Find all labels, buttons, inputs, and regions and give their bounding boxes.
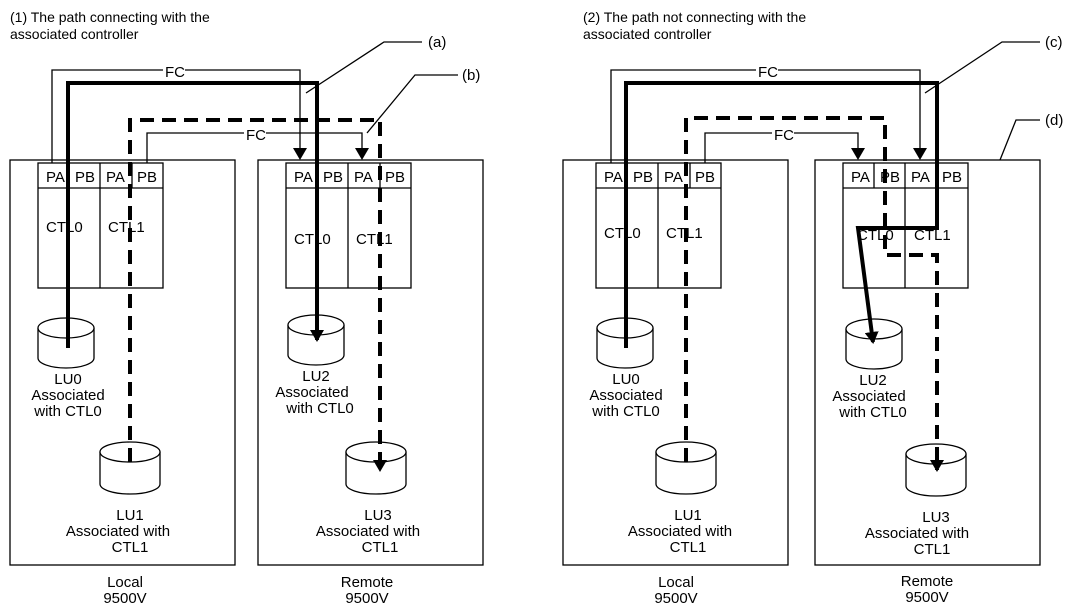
port-pa-ctl1: PA bbox=[664, 169, 683, 186]
port-pb-ctl1: PB bbox=[695, 169, 715, 186]
path-c-solid bbox=[624, 81, 939, 348]
local-caption-1: Local bbox=[658, 574, 694, 591]
panel-2: (2) The path not connecting with the ass… bbox=[562, 9, 1063, 607]
path-d-dashed bbox=[684, 116, 944, 472]
lu0-assoc-line1: Associated bbox=[589, 387, 662, 404]
ctl1-label: CTL1 bbox=[108, 219, 145, 236]
port-pa-ctl0: PA bbox=[46, 169, 65, 186]
remote-caption-1: Remote bbox=[341, 574, 394, 591]
lu3-assoc-line1: Associated with bbox=[865, 525, 969, 542]
fc-label-top: FC bbox=[165, 64, 185, 81]
callout-b: (b) bbox=[462, 67, 480, 84]
lu1-label: LU1 bbox=[116, 507, 144, 524]
callout-d: (d) bbox=[1045, 112, 1063, 129]
lu0-assoc-line2: with CTL0 bbox=[33, 403, 102, 420]
lu0-assoc-line1: Associated bbox=[31, 387, 104, 404]
port-pa-ctl0: PA bbox=[851, 169, 870, 186]
ctl1-label: CTL1 bbox=[914, 227, 951, 244]
lu1-assoc-line2: CTL1 bbox=[112, 539, 149, 556]
panel-2-title-line2: associated controller bbox=[583, 26, 712, 42]
lu0-label: LU0 bbox=[612, 371, 640, 388]
local-caption-2: 9500V bbox=[103, 590, 146, 607]
lu1-label: LU1 bbox=[674, 507, 702, 524]
ctl0-label: CTL0 bbox=[46, 219, 83, 236]
lu3-cylinder bbox=[345, 441, 407, 495]
fc-label-mid: FC bbox=[774, 127, 794, 144]
panel-1-title-line1: (1) The path connecting with the bbox=[10, 9, 210, 25]
local-caption-1: Local bbox=[107, 574, 143, 591]
fc-label-mid: FC bbox=[246, 127, 266, 144]
fc-label-top: FC bbox=[758, 64, 778, 81]
lu3-label: LU3 bbox=[364, 507, 392, 524]
port-pa-ctl0: PA bbox=[604, 169, 623, 186]
lu2-assoc-line1: Associated bbox=[832, 388, 905, 405]
lu3-assoc-line1: Associated with bbox=[316, 523, 420, 540]
port-pb-ctl1: PB bbox=[385, 169, 405, 186]
remote-caption-1: Remote bbox=[901, 573, 954, 590]
lu2-label: LU2 bbox=[302, 368, 330, 385]
port-pb-ctl0: PB bbox=[633, 169, 653, 186]
callout-c: (c) bbox=[1045, 34, 1063, 51]
path-b-dashed bbox=[128, 118, 387, 472]
lu2-assoc-line1: Associated bbox=[275, 384, 348, 401]
remote-caption-2: 9500V bbox=[905, 589, 948, 606]
ctl1-label: CTL1 bbox=[356, 231, 393, 248]
lu3-assoc-line2: CTL1 bbox=[362, 539, 399, 556]
port-pb-ctl0: PB bbox=[323, 169, 343, 186]
port-pb-ctl0: PB bbox=[75, 169, 95, 186]
port-pa-ctl1: PA bbox=[106, 169, 125, 186]
lu1-assoc-line2: CTL1 bbox=[670, 539, 707, 556]
lu3-label: LU3 bbox=[922, 509, 950, 526]
remote-array-1: PA PB PA PB CTL0 CTL1 LU2 Associated wit… bbox=[257, 159, 484, 607]
callout-line-b bbox=[366, 74, 458, 134]
panel-1: (1) The path connecting with the associa… bbox=[9, 9, 484, 607]
port-pa-ctl1: PA bbox=[354, 169, 373, 186]
lu2-cylinder bbox=[845, 318, 903, 370]
lu0-label: LU0 bbox=[54, 371, 82, 388]
panel-1-title-line2: associated controller bbox=[10, 26, 139, 42]
lu2-label: LU2 bbox=[859, 372, 887, 389]
lu1-assoc-line1: Associated with bbox=[628, 523, 732, 540]
local-array-1: PA PB PA PB CTL0 CTL1 LU0 Associated wit… bbox=[9, 159, 236, 607]
ctl0-label: CTL0 bbox=[604, 225, 641, 242]
callout-line-a bbox=[305, 41, 422, 94]
callout-line-d bbox=[999, 119, 1040, 161]
callout-line-c bbox=[924, 41, 1040, 94]
port-pb-ctl1: PB bbox=[942, 169, 962, 186]
remote-caption-2: 9500V bbox=[345, 590, 388, 607]
panel-2-title-line1: (2) The path not connecting with the bbox=[583, 9, 806, 25]
local-caption-2: 9500V bbox=[654, 590, 697, 607]
lu2-assoc-line2: with CTL0 bbox=[838, 404, 907, 421]
path-a-solid bbox=[66, 81, 324, 348]
port-pb-ctl1: PB bbox=[137, 169, 157, 186]
callout-a: (a) bbox=[428, 34, 446, 51]
lu2-assoc-line2: with CTL0 bbox=[285, 400, 354, 417]
lu0-assoc-line2: with CTL0 bbox=[591, 403, 660, 420]
lu1-assoc-line1: Associated with bbox=[66, 523, 170, 540]
port-pa-ctl1: PA bbox=[911, 169, 930, 186]
lu3-assoc-line2: CTL1 bbox=[914, 541, 951, 558]
port-pa-ctl0: PA bbox=[294, 169, 313, 186]
local-array-2: PA PB PA PB CTL0 CTL1 LU0 Associated wit… bbox=[562, 159, 789, 607]
ctl0-label: CTL0 bbox=[294, 231, 331, 248]
